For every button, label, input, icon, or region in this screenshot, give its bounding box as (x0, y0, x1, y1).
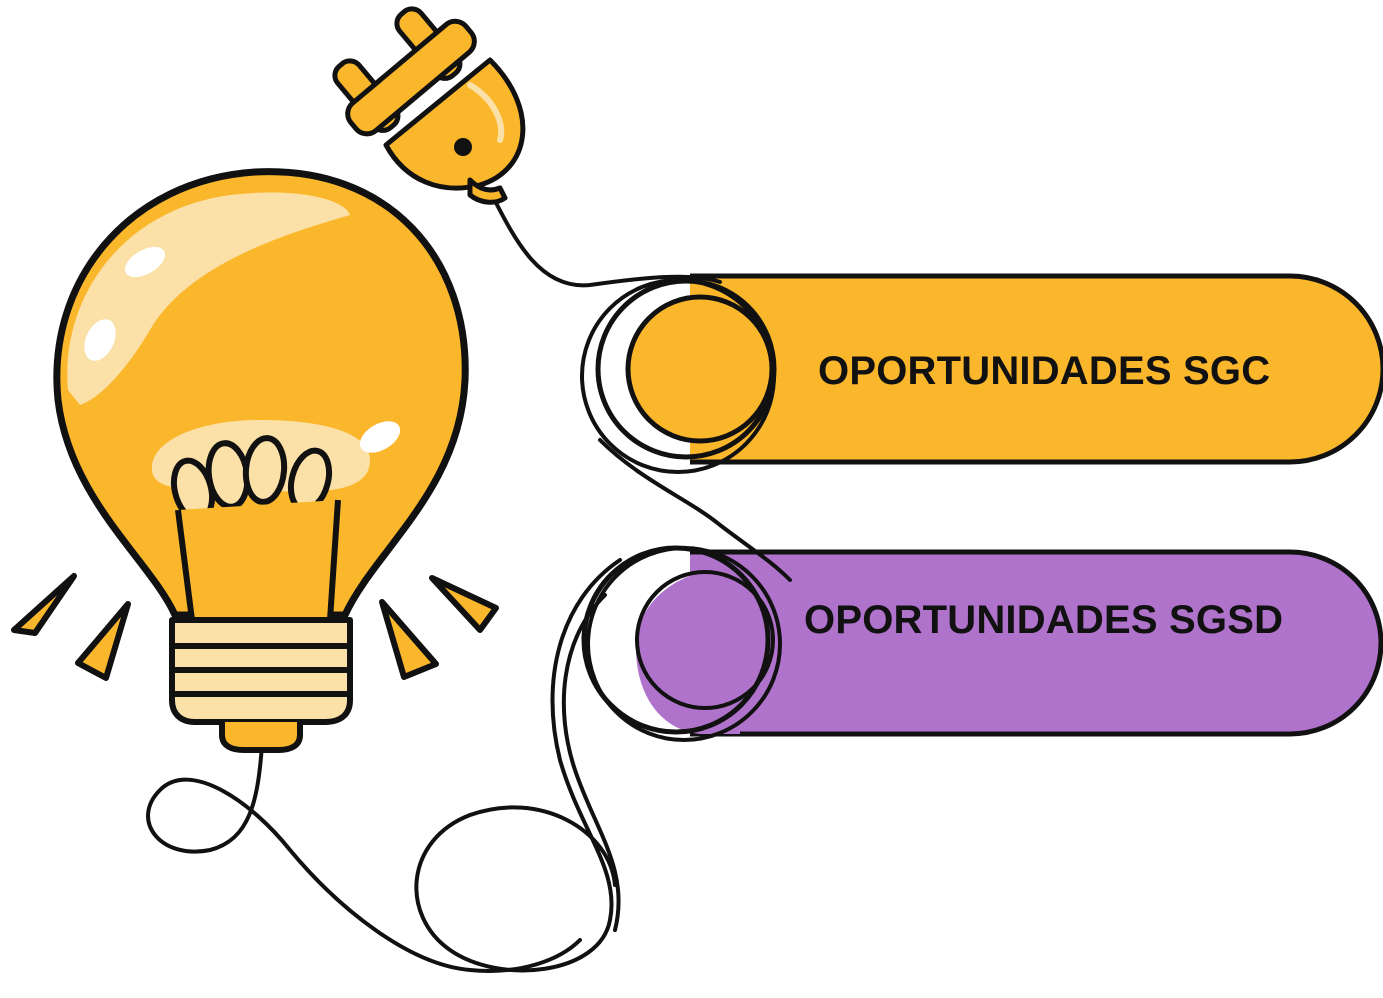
lightbulb-icon (53, 168, 469, 753)
spark-icon (11, 573, 499, 681)
power-cable (146, 193, 792, 973)
option-label-sgc: OPORTUNIDADES SGC (818, 349, 1271, 393)
option-pill-sgsd[interactable] (581, 545, 1383, 742)
plug-icon (332, 6, 526, 205)
option-label-sgsd: OPORTUNIDADES SGSD (804, 598, 1284, 642)
